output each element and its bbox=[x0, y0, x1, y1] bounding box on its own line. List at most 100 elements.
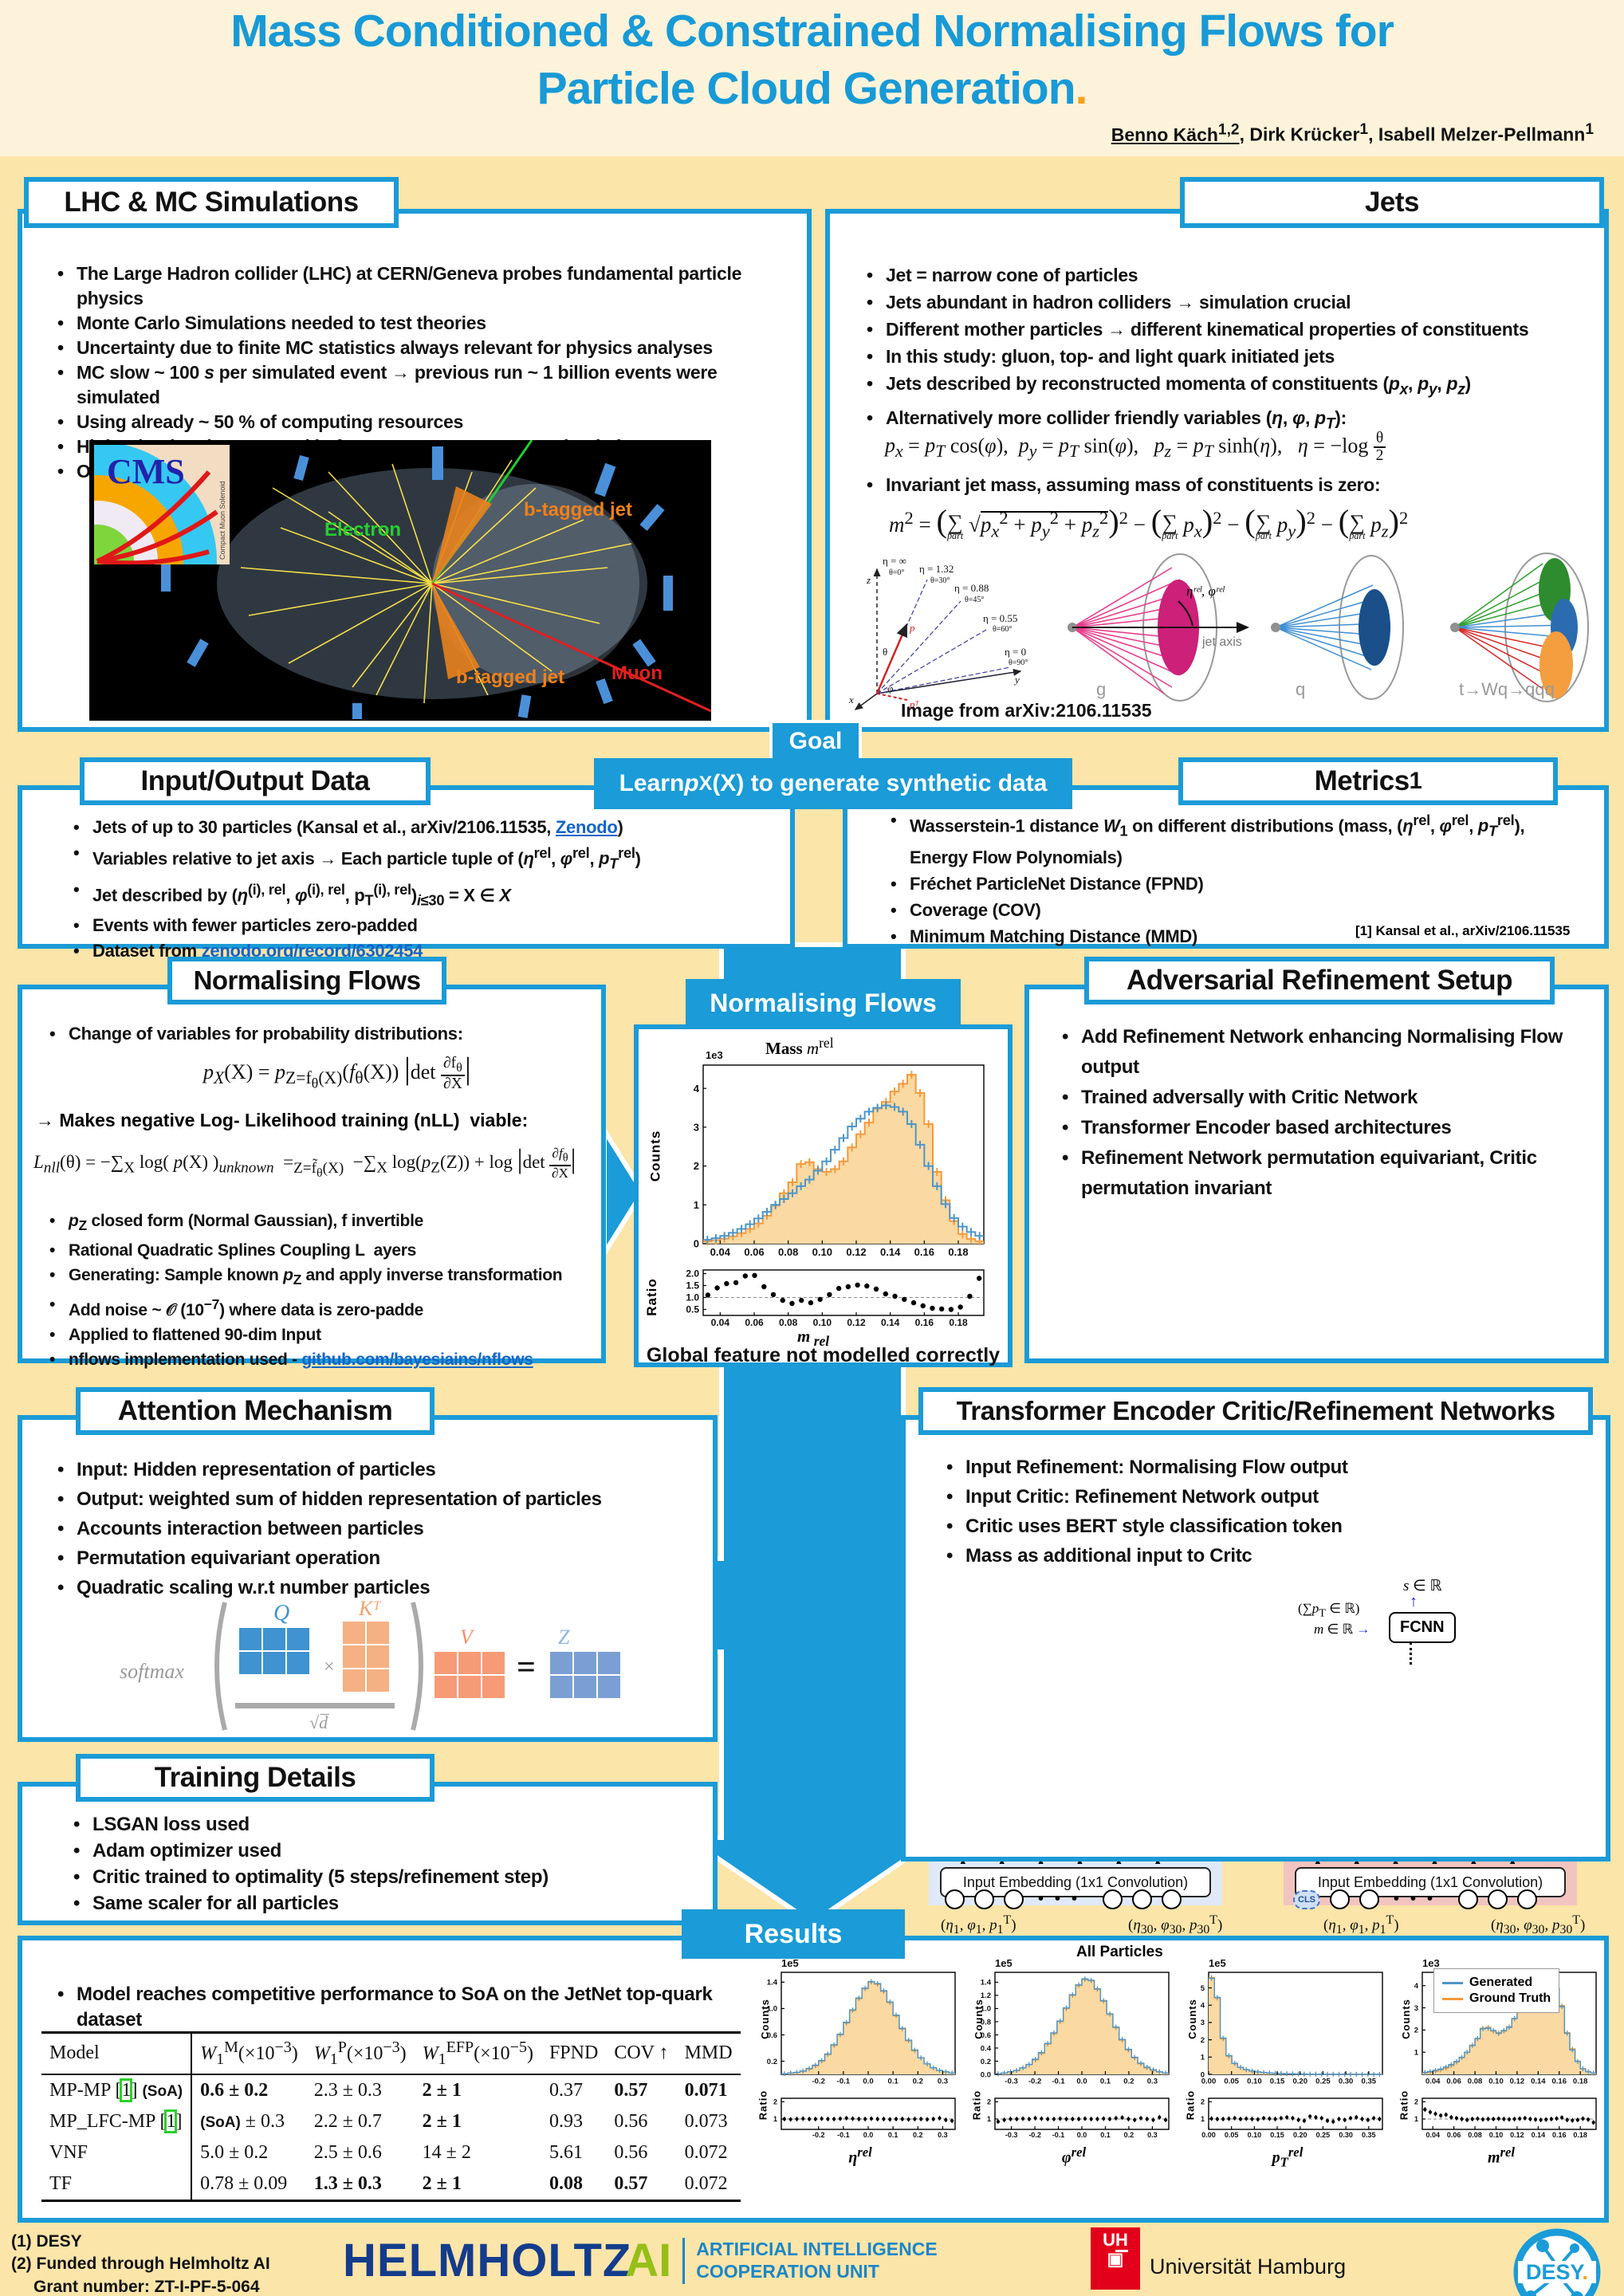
desy-period: . bbox=[1583, 2260, 1589, 2284]
bullet: Applied to flattened 90-dim Input bbox=[40, 1323, 590, 1347]
bullet: Coverage (COV) bbox=[881, 897, 1583, 923]
svg-text:0.1: 0.1 bbox=[1100, 2131, 1111, 2139]
svg-text:0.04: 0.04 bbox=[1425, 2131, 1440, 2139]
bullet: Events with fewer particles zero-padded bbox=[64, 913, 765, 938]
nf-change-of-variables-formula: pX(X) = pZ=fθ(X)(fθ(X)) |det ∂fθ∂X| bbox=[203, 1052, 471, 1092]
cell-model: MP_LFC-MP [1] bbox=[41, 2105, 193, 2137]
bullet: Variables relative to jet axis → Each pa… bbox=[64, 840, 765, 877]
logo-divider bbox=[682, 2237, 686, 2284]
svg-text:0.0: 0.0 bbox=[1076, 2078, 1087, 2086]
bullet: Uncertainty due to finite MC statistics … bbox=[48, 336, 789, 360]
svg-text:0.10: 0.10 bbox=[813, 1317, 832, 1328]
svg-text:0.12: 0.12 bbox=[847, 1317, 866, 1328]
bullet: Adam optimizer used bbox=[64, 1838, 702, 1864]
svg-text:2: 2 bbox=[987, 2097, 991, 2105]
svg-text:1: 1 bbox=[694, 1199, 699, 1211]
btag-cone-top bbox=[432, 486, 492, 584]
svg-text:DESY.: DESY. bbox=[1526, 2260, 1588, 2284]
cell-w1p: 1.3 ± 0.3 bbox=[313, 2172, 382, 2194]
svg-text:0.18: 0.18 bbox=[948, 1246, 968, 1258]
muon-track bbox=[431, 582, 711, 713]
nf-nll-line: → Makes negative Log- Likelihood trainin… bbox=[36, 1110, 529, 1130]
svg-text:0.08: 0.08 bbox=[1468, 2131, 1482, 2139]
svg-text:2: 2 bbox=[1201, 2097, 1205, 2105]
eta0-label: η = 0 bbox=[1005, 646, 1026, 658]
plot-legend: Generated Ground Truth bbox=[1433, 1968, 1560, 2013]
svg-text:-0.3: -0.3 bbox=[1005, 2131, 1018, 2139]
section-jets-title: Jets bbox=[1180, 177, 1604, 228]
svg-text:0.04: 0.04 bbox=[711, 1317, 730, 1328]
svg-text:0.5: 0.5 bbox=[686, 1304, 699, 1315]
svg-text:0.3: 0.3 bbox=[938, 2131, 948, 2139]
col-model: Model bbox=[41, 2032, 193, 2074]
refiner-input-circles: ••• bbox=[945, 1889, 1182, 1909]
jets-bullet-list: Jet = narrow cone of particles Jets abun… bbox=[857, 261, 1591, 438]
poster-title-line2-text: Particle Cloud Generation bbox=[537, 63, 1076, 114]
svg-text:0.18: 0.18 bbox=[949, 1317, 968, 1328]
svg-text:-0.2: -0.2 bbox=[812, 2078, 825, 2086]
cms-event-display: CMS Compact Muon Solenoid Electron b-tag… bbox=[89, 440, 711, 721]
gluon-label: g bbox=[1096, 679, 1106, 699]
svg-text:0.04: 0.04 bbox=[1425, 2078, 1441, 2086]
table-row: TF 0.78 ± 0.09 1.3 ± 0.3 2 ± 1 0.08 0.57… bbox=[41, 2168, 741, 2201]
svg-text:0.10: 0.10 bbox=[1248, 2131, 1262, 2139]
electron-label: Electron bbox=[324, 519, 401, 541]
svg-text:0.04: 0.04 bbox=[710, 1246, 731, 1258]
svg-text:0.12: 0.12 bbox=[846, 1246, 866, 1258]
bullet: Critic trained to optimality (5 steps/re… bbox=[64, 1864, 702, 1890]
svg-text:0.16: 0.16 bbox=[1552, 2078, 1567, 2086]
bullet: The Large Hadron collider (LHC) at CERN/… bbox=[48, 261, 789, 311]
svg-text:1.4: 1.4 bbox=[981, 1979, 992, 1987]
svg-text:0.16: 0.16 bbox=[914, 1246, 934, 1258]
bullet: Rational Quadratic Splines Coupling L ay… bbox=[40, 1238, 590, 1263]
svg-text:0.10: 0.10 bbox=[812, 1246, 832, 1258]
svg-text:0.16: 0.16 bbox=[915, 1317, 934, 1328]
cell-cov: 0.57 bbox=[614, 2172, 648, 2194]
bullet: MC slow ~ 100 s per simulated event → pr… bbox=[48, 360, 789, 410]
svg-text:0.25: 0.25 bbox=[1316, 2131, 1331, 2139]
cell-w1efp: 2 ± 1 bbox=[422, 2079, 462, 2101]
scale-note: 1e5 bbox=[1209, 1957, 1226, 1969]
cls-token: CLS bbox=[1293, 1889, 1320, 1909]
metrics-footnote: [1] Kansal et al., arXiv/2106.11535 bbox=[1355, 923, 1571, 938]
col-fpnd: FPND bbox=[549, 2042, 599, 2064]
col-cov: COV ↑ bbox=[614, 2042, 669, 2064]
theta60-label: θ=60° bbox=[993, 625, 1012, 634]
critic-input-circles: CLS ••• bbox=[1293, 1889, 1538, 1909]
bullet: Jets described by reconstructed momenta … bbox=[857, 370, 1591, 404]
svg-text:0.15: 0.15 bbox=[1270, 2078, 1285, 2086]
svg-text:4: 4 bbox=[1414, 1982, 1419, 1991]
nf-bullet-list: pZ closed form (Normal Gaussian), f inve… bbox=[40, 1209, 590, 1372]
svg-text:0.0: 0.0 bbox=[863, 2131, 874, 2139]
phi-label: φ bbox=[887, 682, 894, 694]
bullet: Fréchet ParticleNet Distance (FPND) bbox=[881, 871, 1583, 897]
bullet: Change of variables for probability dist… bbox=[40, 1022, 582, 1046]
svg-text:0.00: 0.00 bbox=[1201, 2131, 1216, 2139]
bullet: Minimum Matching Distance (MMD) bbox=[881, 923, 1583, 949]
training-bullet-list: LSGAN loss used Adam optimizer used Crit… bbox=[64, 1811, 702, 1917]
tuple-label-critic-left: (η1, φ1, p1T) bbox=[1323, 1913, 1399, 1937]
softmax-label: softmax bbox=[120, 1660, 184, 1683]
z-label: Z bbox=[558, 1626, 570, 1649]
svg-text:1: 1 bbox=[1414, 2048, 1419, 2057]
v-label: V bbox=[460, 1626, 475, 1649]
bullet: Quadratic scaling w.r.t number particles bbox=[48, 1573, 694, 1602]
svg-text:0.08: 0.08 bbox=[778, 1246, 798, 1258]
section-io-title: Input/Output Data bbox=[80, 757, 431, 805]
cms-logo: CMS Compact Muon Solenoid bbox=[94, 445, 230, 564]
cell-fpnd: 0.08 bbox=[549, 2172, 583, 2194]
svg-text:1.2: 1.2 bbox=[981, 1991, 991, 2000]
jets-momentum-formula: px = pT cos(φ), py = pT sin(φ), pz = pT … bbox=[885, 430, 1386, 465]
svg-text:0.06: 0.06 bbox=[1446, 2078, 1461, 2086]
svg-text:1.5: 1.5 bbox=[686, 1280, 699, 1292]
bullet: Generating: Sample known pZ and apply in… bbox=[40, 1263, 590, 1292]
svg-text:1: 1 bbox=[1201, 2115, 1205, 2123]
cell-w1m: 5.0 ± 0.2 bbox=[200, 2141, 269, 2163]
cell-cov: 0.57 bbox=[614, 2079, 648, 2101]
svg-text:0.10: 0.10 bbox=[1489, 2131, 1504, 2139]
jets-mass-formula: m2 = (∑part √px2 + py2 + pz2)2 − (∑part … bbox=[889, 503, 1409, 542]
ylabel-ratio: Ratio bbox=[1398, 2090, 1410, 2121]
